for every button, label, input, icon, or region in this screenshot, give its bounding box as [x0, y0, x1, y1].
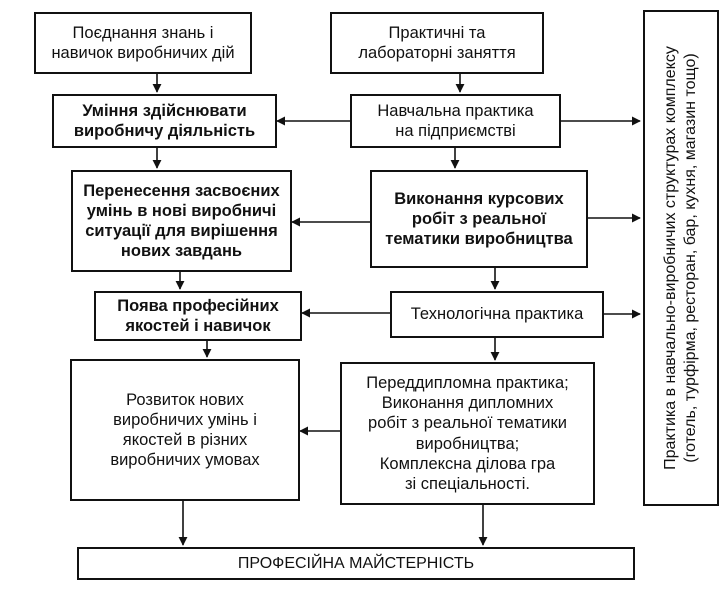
box-educational-practice-text: Навчальна практика на підприємстві [377, 101, 534, 140]
box-technological-practice-text: Технологічна практика [410, 305, 584, 324]
box-technological-practice: Технологічна практика [390, 291, 604, 338]
box-course-works: Виконання курсових робіт з реальної тема… [370, 170, 588, 268]
box-complex-structures-practice-text: Практика в навчально-виробничих структур… [662, 46, 699, 470]
box-practical-lab-classes-text: Практичні та лабораторні заняття [358, 23, 516, 62]
box-skills-transfer-text: Перенесення засвоєних умінь в нові вироб… [83, 181, 280, 261]
box-professional-mastery-text: ПРОФЕСІЙНА МАЙСТЕРНІСТЬ [237, 554, 475, 572]
box-new-skills-development-text: Розвиток нових виробничих умінь і якосте… [110, 390, 260, 470]
box-production-activity-ability-text: Уміння здійснювати виробничу діяльність [73, 101, 256, 140]
box-professional-qualities: Поява професійних якостей і навичок [94, 291, 302, 341]
box-production-activity-ability: Уміння здійснювати виробничу діяльність [52, 94, 277, 148]
box-educational-practice: Навчальна практика на підприємстві [350, 94, 561, 148]
box-knowledge-skills-combination: Поєднання знань і навичок виробничих дій [34, 12, 252, 74]
box-skills-transfer: Перенесення засвоєних умінь в нові вироб… [71, 170, 292, 272]
box-complex-structures-practice: Практика в навчально-виробничих структур… [643, 10, 719, 506]
box-knowledge-skills-combination-text: Поєднання знань і навичок виробничих дій [51, 23, 235, 62]
box-prediploma-practice: Переддипломна практика; Виконання диплом… [340, 362, 595, 505]
box-new-skills-development: Розвиток нових виробничих умінь і якосте… [70, 359, 300, 501]
box-professional-mastery: ПРОФЕСІЙНА МАЙСТЕРНІСТЬ [77, 547, 635, 580]
box-course-works-text: Виконання курсових робіт з реальної тема… [385, 189, 573, 249]
box-practical-lab-classes: Практичні та лабораторні заняття [330, 12, 544, 74]
box-prediploma-practice-text: Переддипломна практика; Виконання диплом… [366, 374, 569, 493]
box-professional-qualities-text: Поява професійних якостей і навичок [117, 296, 279, 335]
